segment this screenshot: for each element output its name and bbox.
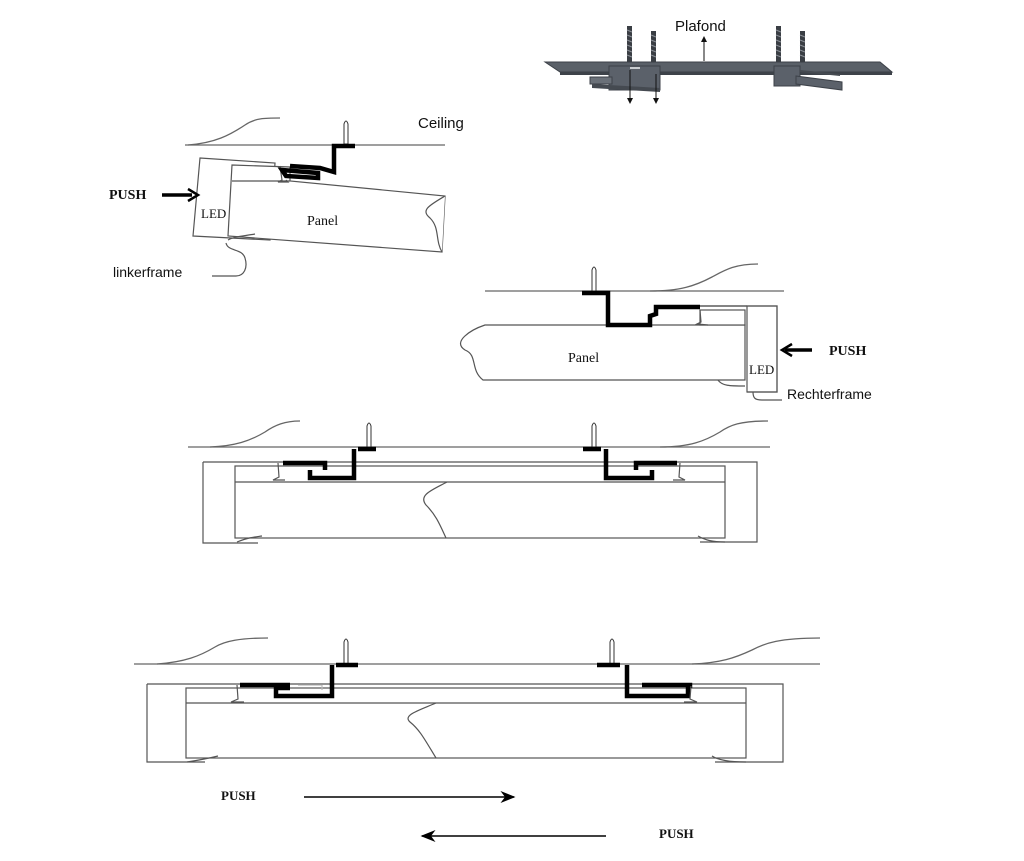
mounting-bracket <box>283 446 376 481</box>
ceiling-label: Ceiling <box>418 115 464 132</box>
push-label: PUSH <box>829 344 866 359</box>
arrow-down-icon <box>627 70 633 104</box>
panel <box>227 164 446 253</box>
ceiling-plate-3d-view: Plafond <box>543 18 894 104</box>
plafond-label: Plafond <box>675 18 726 35</box>
screw-icon <box>366 422 372 448</box>
led-label: LED <box>201 206 226 221</box>
step2-right-frame-diagram: PUSH LED Panel Rechterframe <box>459 263 872 402</box>
ceiling-plate <box>543 61 894 73</box>
led-label: LED <box>749 362 774 377</box>
mounting-bracket <box>583 446 677 481</box>
ceiling-contour <box>187 117 281 146</box>
mounting-bracket <box>240 662 358 699</box>
screw-icon <box>609 638 615 665</box>
mounting-bracket <box>582 290 700 328</box>
panel-label: Panel <box>568 351 599 366</box>
screw-icon <box>591 266 597 292</box>
panel-label: Panel <box>307 214 338 229</box>
left-mounting-bracket <box>589 65 661 92</box>
panel <box>234 465 726 539</box>
right-mounting-bracket <box>773 65 843 91</box>
arrow-down-icon <box>653 74 659 104</box>
panel <box>459 324 746 381</box>
step3-assembled-diagram <box>188 420 770 544</box>
ceiling-contour <box>691 637 821 665</box>
frame-label: Rechterframe <box>787 386 872 402</box>
ceiling-contour <box>659 420 769 448</box>
screw-icon <box>650 31 657 62</box>
step1-left-frame-diagram: Ceiling PUSH LED Panel linkerframe <box>109 115 464 280</box>
mounting-bracket <box>277 143 355 181</box>
right-frame <box>746 305 778 393</box>
outer-frame <box>202 461 758 544</box>
screw-icon <box>591 422 597 448</box>
outer-frame <box>146 683 784 763</box>
mounting-bracket <box>597 662 693 699</box>
screw-icon <box>775 26 782 62</box>
ceiling-contour <box>649 263 759 292</box>
push-left-label: PUSH <box>659 826 694 841</box>
screw-icon <box>799 31 806 62</box>
frame-label: linkerframe <box>113 264 182 280</box>
push-right-label: PUSH <box>221 788 256 803</box>
screw-icon <box>343 638 349 665</box>
panel <box>185 687 747 759</box>
leader-line <box>212 242 247 277</box>
screw-icon <box>626 26 633 62</box>
screw-icon <box>343 120 349 145</box>
ceiling-contour <box>209 420 301 448</box>
leader-line <box>752 391 782 401</box>
step4-final-diagram: PUSH PUSH <box>134 637 821 842</box>
ceiling-contour <box>156 637 269 665</box>
push-label: PUSH <box>109 188 146 203</box>
